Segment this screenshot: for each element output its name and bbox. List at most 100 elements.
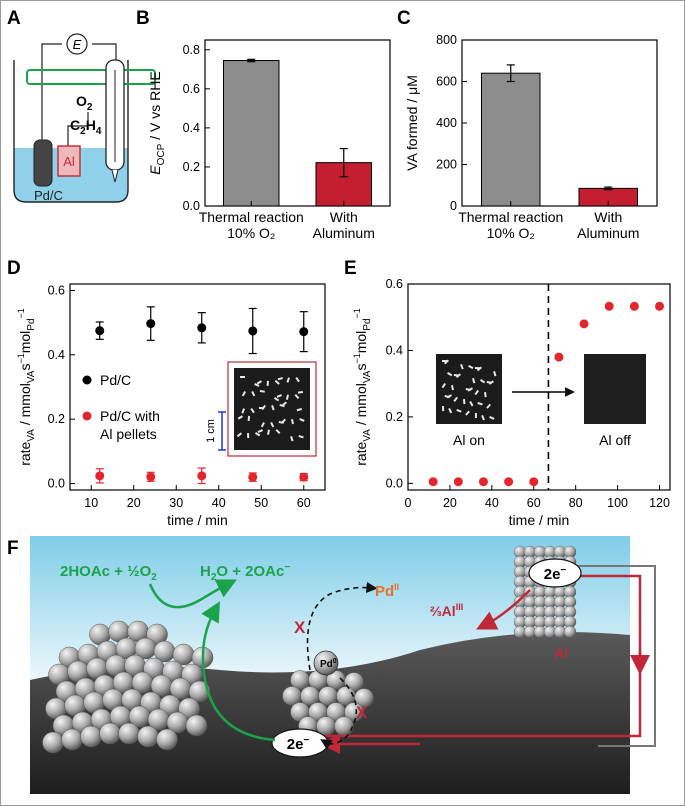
x-tick-label: 60: [527, 496, 541, 510]
x-tick-label: 20: [443, 496, 457, 510]
beaker: [13, 60, 129, 203]
al-pellet-mark: [294, 394, 300, 400]
al-pellet-mark: [258, 407, 264, 410]
al-pellet-mark: [298, 435, 304, 439]
y-axis-label: rateVA / mmolVAs−1molPd−1: [352, 308, 373, 466]
svg-text:2e−: 2e−: [287, 735, 310, 753]
al-label-f: Al: [554, 645, 568, 661]
y-tick-label: 0.2: [183, 160, 200, 174]
pd-atom: [137, 725, 159, 748]
x-axis-label: time / min: [167, 512, 228, 528]
pdc-electrode: [33, 139, 53, 187]
al-pellet-mark: [453, 396, 459, 402]
panel-a-letter: A: [7, 8, 21, 29]
x-tick-label: 50: [254, 496, 268, 510]
al-pellet-mark: [279, 403, 285, 408]
al-pellet-mark: [271, 405, 275, 411]
al-pellet-mark: [260, 422, 266, 428]
data-point: [95, 471, 105, 481]
x-tick-label: 60: [297, 496, 311, 510]
plot-frame: [407, 283, 671, 491]
pd-atom: [42, 731, 64, 754]
data-point: [146, 319, 156, 329]
al-pellet-mark: [465, 410, 470, 416]
y-axis-label: VA formed / μM: [404, 75, 420, 171]
al-pellet-mark: [486, 403, 491, 409]
data-point: [529, 477, 539, 487]
al-pellet-mark: [451, 385, 454, 391]
scale-bar-label: 1 cm: [205, 419, 217, 443]
al-pellet-mark: [468, 365, 474, 370]
al-pellet-mark: [241, 391, 246, 397]
data-point: [248, 472, 258, 482]
y-axis-label: EOCP / V vs RHE: [147, 71, 167, 174]
category-label: Aluminum: [313, 225, 375, 241]
cell-lid: [26, 69, 156, 85]
al-pellet-mark: [274, 379, 280, 385]
panel-d-letter: D: [7, 258, 21, 279]
pd-atom: [61, 728, 83, 751]
panel-e-letter: E: [344, 258, 357, 279]
data-point: [629, 301, 639, 311]
plot-frame: [204, 39, 391, 207]
y-tick-label: 0: [450, 199, 457, 213]
al-pellet-mark: [443, 359, 449, 365]
pd-atom: [156, 728, 178, 751]
x-tick-label: 40: [212, 496, 226, 510]
al-pellet-mark: [278, 421, 284, 424]
al-pellet-mark: [277, 377, 283, 381]
data-point: [554, 352, 564, 362]
data-point: [453, 477, 463, 487]
al-pellet-mark: [256, 380, 263, 385]
x-tick-label: 0: [405, 496, 412, 510]
electron-bubble-al: [528, 558, 582, 588]
legend-marker: [82, 375, 92, 385]
panel-a: A E Al Pd/C O2 C2H4: [7, 8, 156, 203]
y-tick-label: 600: [436, 75, 457, 89]
al-pellet-mark: [467, 387, 473, 392]
al-pellet-mark: [469, 401, 474, 407]
y-tick-label: 800: [436, 33, 457, 47]
al-pellet-mark: [247, 415, 251, 421]
gas-c2h4: C2H4: [70, 117, 102, 137]
data-point: [197, 323, 207, 333]
data-point: [299, 327, 309, 337]
al-pellet-mark: [463, 398, 466, 405]
pd2-label: PdII: [375, 582, 399, 600]
data-point: [478, 477, 488, 487]
bar: [481, 72, 541, 207]
y-tick-label: 0.4: [183, 121, 200, 135]
category-label: With: [594, 209, 622, 225]
gas-o2: O2: [76, 93, 93, 113]
al-pellet-mark: [474, 412, 477, 418]
legend-label: Pd/C: [100, 372, 131, 388]
al-pellet-mark: [276, 394, 282, 398]
y-tick-label: 0.6: [386, 277, 403, 291]
data-point: [604, 301, 614, 311]
al-pellet-mark: [285, 394, 289, 400]
x-axis-label: time / min: [509, 512, 570, 528]
x-tick-label: 20: [127, 496, 141, 510]
al-pellet-mark: [295, 377, 300, 383]
al-pellet-mark: [442, 406, 445, 412]
pd-atom: [185, 714, 208, 737]
pd-atom: [118, 722, 140, 745]
legend-label: Pd/C with: [100, 408, 160, 424]
al-pellet: [57, 145, 81, 177]
data-point: [428, 477, 438, 487]
category-label: Aluminum: [577, 225, 639, 241]
al-label: Al: [63, 154, 75, 169]
al-atom: [563, 625, 577, 639]
y-tick-label: 0.4: [48, 348, 65, 362]
category-label: Thermal reaction: [458, 209, 563, 225]
al-pellet-mark: [259, 390, 265, 393]
x-tick-label: 10: [84, 496, 98, 510]
al-pellet-mark: [484, 392, 487, 398]
al-pellet-mark: [267, 429, 270, 435]
x-tick-label: 80: [569, 496, 583, 510]
pd-atom: [80, 725, 102, 748]
inset-photo: [234, 368, 310, 450]
